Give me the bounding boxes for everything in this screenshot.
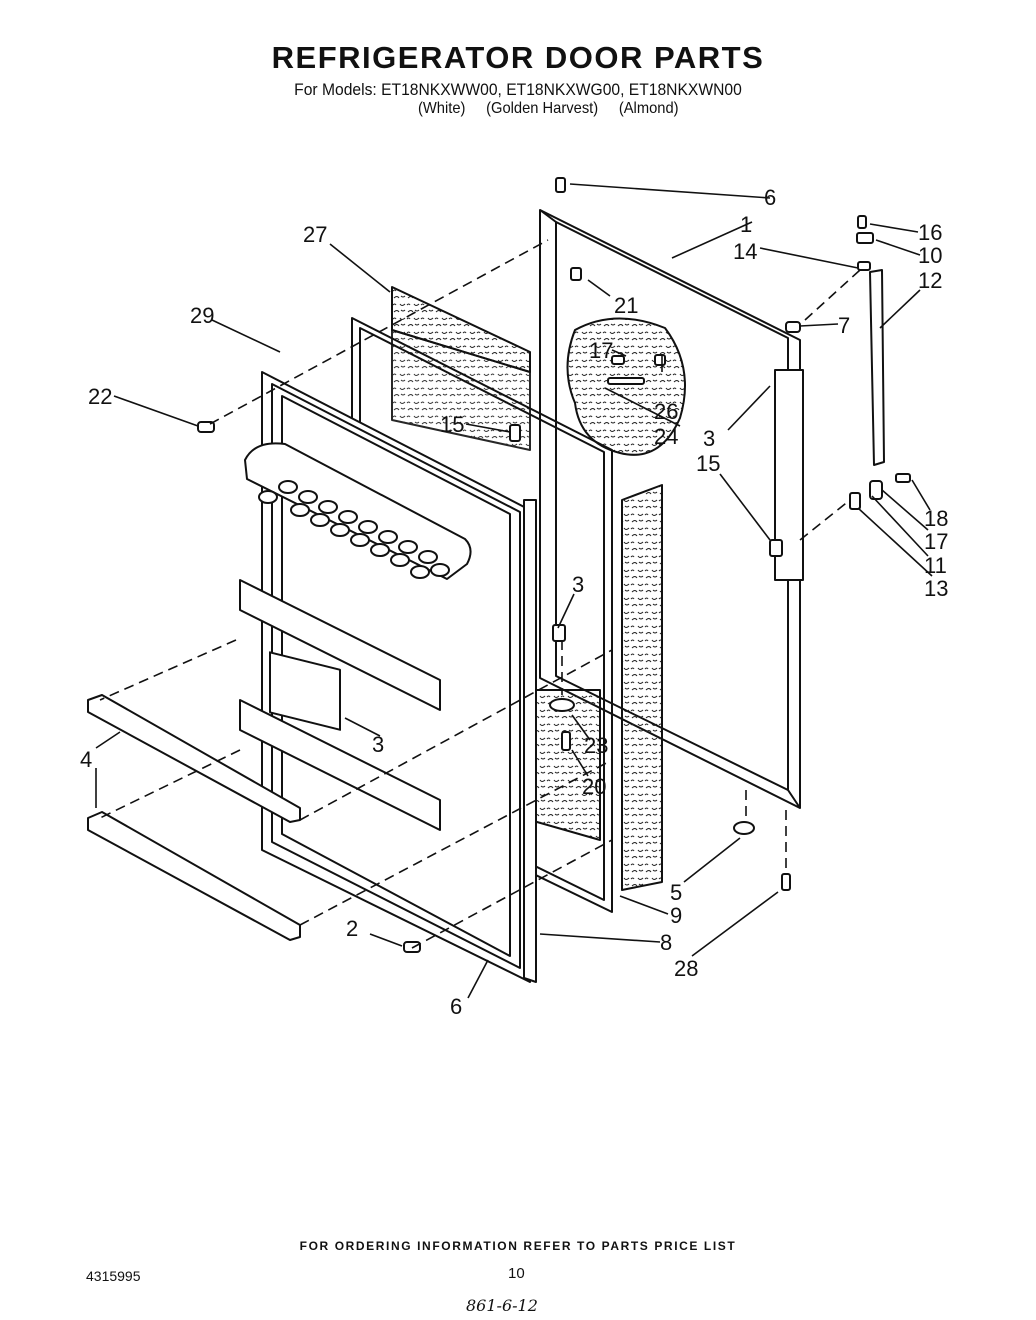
- callout-2: 5: [670, 880, 683, 905]
- cutaway-view: [566, 317, 686, 456]
- callout-11: 11: [924, 553, 947, 578]
- callout-22: 22: [88, 384, 113, 409]
- page-title: REFRIGERATOR DOOR PARTS: [271, 40, 765, 75]
- callout-6-bottom: 28: [674, 956, 699, 981]
- leader-lines: [95, 183, 933, 999]
- color-variants: (White) (Golden Harvest) (Almond): [418, 100, 695, 118]
- callout-1: 1: [740, 212, 753, 237]
- ordering-note: FOR ORDERING INFORMATION REFER TO PARTS …: [299, 1239, 737, 1253]
- callout-10: 10: [918, 243, 943, 268]
- callout-15-left: 15: [440, 412, 465, 437]
- callout-14: 14: [733, 239, 758, 264]
- callout-3-right: 3: [703, 426, 716, 451]
- callout-19: 6: [450, 994, 463, 1019]
- document-part-number: 4315995: [86, 1268, 141, 1284]
- callout-15-right: 15: [696, 451, 721, 476]
- egg-shelf: [239, 442, 472, 831]
- callout-6-top: 6: [764, 185, 777, 210]
- page-number: 10: [508, 1265, 525, 1282]
- callout-5: 20: [582, 774, 607, 799]
- callout-27: 27: [303, 222, 328, 247]
- color-almond: (Almond): [618, 100, 679, 117]
- callout-20: 4: [80, 747, 93, 772]
- callout-29: 29: [190, 303, 215, 328]
- hinge-strip: [869, 269, 885, 466]
- callout-24: 24: [654, 424, 679, 449]
- models-line: For Models: ET18NKXWW00, ET18NKXWG00, ET…: [294, 80, 742, 99]
- callout-4: 23: [584, 733, 609, 758]
- foam-insulation: [391, 286, 663, 891]
- callout-18: 18: [924, 506, 949, 531]
- callout-12: 12: [918, 268, 943, 293]
- alignment-lines: [99, 239, 861, 949]
- callout-21: 21: [614, 293, 639, 318]
- callout-17-inset: 17: [589, 338, 614, 363]
- callout-9: 2: [346, 916, 359, 941]
- hardware-parts: [197, 177, 911, 953]
- callout-16: 16: [918, 220, 943, 245]
- callout-3-center: 3: [572, 572, 585, 597]
- callout-8: 9: [670, 903, 683, 928]
- color-white: (White): [418, 100, 466, 117]
- breaker-strip: [523, 499, 537, 983]
- callout-17: 17: [924, 529, 949, 554]
- color-golden-harvest: (Golden Harvest): [486, 100, 599, 117]
- callout-28: 8: [660, 930, 673, 955]
- callout-23: 3: [372, 732, 385, 757]
- handwritten-note: 861-6-12: [466, 1296, 538, 1315]
- callout-13: 13: [924, 576, 949, 601]
- callout-26: 26: [654, 399, 679, 424]
- callout-7: 7: [838, 313, 851, 338]
